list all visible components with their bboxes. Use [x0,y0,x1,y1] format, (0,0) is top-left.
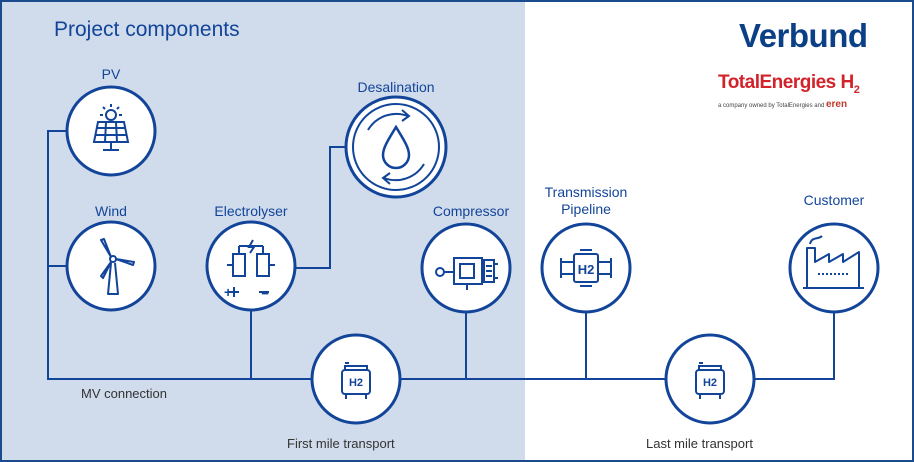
hydrogen-tank-icon [341,362,371,399]
compressor-circle [420,222,512,314]
customer-link [753,312,835,380]
electrolyser-label: Electrolyser [214,203,288,219]
pv-circle [65,85,157,177]
solar-panel-icon [92,104,130,151]
transmission-label-line2: Pipeline [561,201,611,217]
component-circles [65,85,880,425]
pipeline-icon [560,249,612,287]
customer-circle [788,222,880,314]
totalenergies-logo: TotalEnergies H2 [718,72,860,96]
tagline-text: a company owned by TotalEnergies and [718,103,825,109]
desalination-link [296,146,346,269]
plus-sign: + [224,284,233,300]
last-mile-tank-circle [664,333,756,425]
last-mile-transport-label: Last mile transport [646,436,753,451]
hydrogen-tank-icon [695,362,725,399]
compressor-icon [435,257,498,290]
electrolyser-circle [205,220,297,312]
first-mile-transport-label: First mile transport [287,436,395,451]
page-title: Project components [54,18,240,41]
factory-icon [803,235,864,289]
desalination-label: Desalination [357,79,435,95]
wind-label: Wind [95,203,127,219]
eren-logo: eren [825,99,848,110]
electrolyser-icon [227,239,275,297]
transmission-label-line1: Transmission [544,184,628,200]
pipeline-h2-label: H2 [578,262,595,277]
last-tank-h2-label: H2 [703,377,717,389]
first-mile-tank-circle [310,333,402,425]
desalination-inner-ring [352,103,440,191]
customer-label: Customer [803,192,865,208]
totalenergies-subscript: 2 [853,83,860,96]
totalenergies-text: TotalEnergies H [718,72,854,93]
mv-bus-line [47,130,312,380]
compressor-label: Compressor [432,203,510,219]
minus-sign: − [261,286,269,301]
verbund-logo: Verbund [739,17,868,54]
connection-lines [47,130,835,380]
wind-turbine-icon [100,238,135,295]
pv-label: PV [101,66,121,82]
mv-connection-label: MV connection [81,386,167,401]
water-drop-icon [367,109,425,185]
totalenergies-tagline: a company owned by TotalEnergies and ere… [718,99,847,110]
first-tank-h2-label: H2 [349,377,363,389]
pipeline-circle [540,222,632,314]
